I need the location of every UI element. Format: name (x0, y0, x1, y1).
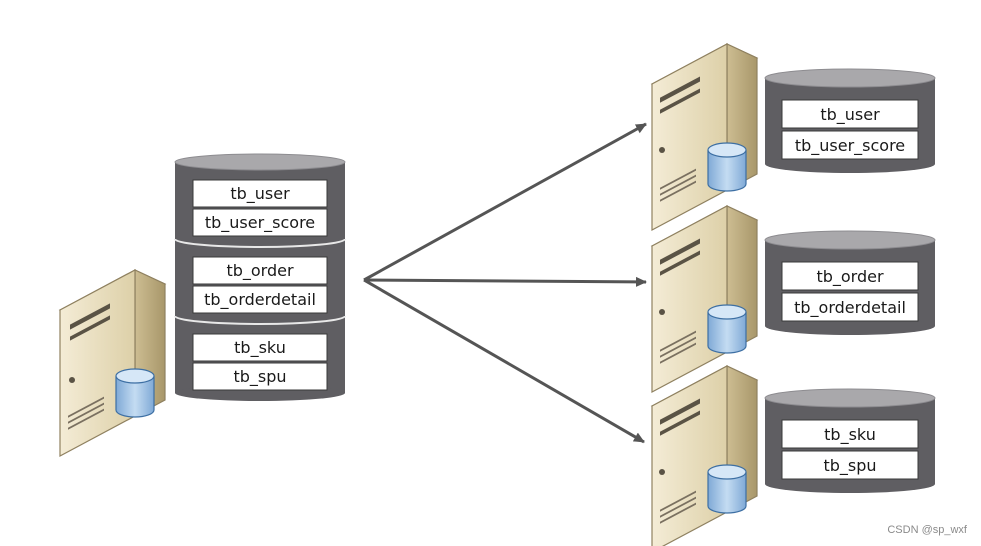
source-table-box (192, 285, 328, 314)
target-server-icon (650, 205, 759, 393)
target-table-box (781, 261, 919, 291)
source-database-cylinder-icon (115, 368, 155, 418)
source-table-box (192, 208, 328, 237)
source-table-box (192, 179, 328, 208)
target-databases: tb_user tb_user_score tb_order tb_orderdeta… (764, 68, 936, 493)
target-servers (650, 43, 759, 546)
target-table-name: tb_sku (824, 425, 876, 445)
source-table-name: tb_sku (234, 338, 286, 358)
target-server-icon (650, 43, 759, 231)
target-table-name: tb_orderdetail (794, 298, 906, 318)
target-database-cylinder-icon (707, 464, 747, 514)
target-table-box (781, 450, 919, 480)
target-database-1: tb_user tb_user_score (764, 68, 936, 173)
target-table-name: tb_user_score (795, 136, 905, 156)
source-table-name: tb_order (226, 261, 294, 281)
source-table-box (192, 333, 328, 362)
target-table-name: tb_order (816, 267, 884, 287)
source-db-separator (174, 238, 346, 248)
source-db-separator (174, 315, 346, 325)
target-table-box (781, 419, 919, 449)
target-database-3: tb_sku tb_spu (764, 388, 936, 493)
target-database-cylinder-icon (707, 142, 747, 192)
target-database-cylinder-icon (707, 304, 747, 354)
target-table-name: tb_user (820, 105, 880, 125)
source-table-name: tb_spu (233, 367, 286, 387)
source-table-name: tb_user (230, 184, 290, 204)
target-table-name: tb_spu (823, 456, 876, 476)
target-table-box (781, 99, 919, 129)
source-table-box (192, 256, 328, 285)
arrow-to-db-2 (363, 276, 647, 287)
source-table-box (192, 362, 328, 391)
target-table-box (781, 292, 919, 322)
distribution-arrows (363, 122, 647, 444)
source-table-name: tb_user_score (205, 213, 315, 233)
target-server-icon (650, 365, 759, 546)
source-server-icon (58, 269, 167, 457)
arrow-to-db-1 (363, 122, 647, 282)
source-db-top (174, 153, 346, 171)
target-database-2: tb_order tb_orderdetail (764, 230, 936, 335)
target-table-box (781, 130, 919, 160)
source-table-name: tb_orderdetail (204, 290, 316, 310)
arrow-to-db-3 (363, 278, 645, 444)
source-database: tb_user tb_user_score tb_order tb_orderdeta… (174, 153, 346, 401)
watermark: CSDN @sp_wxf (887, 524, 967, 536)
